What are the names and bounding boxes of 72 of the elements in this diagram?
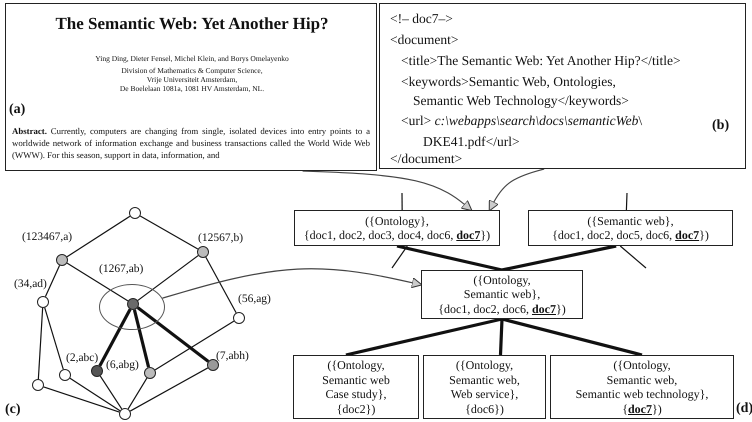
lattice-node [127, 298, 139, 310]
connector-line [130, 367, 208, 412]
node-label: (56,ag) [238, 293, 271, 305]
concept-box [294, 210, 500, 246]
concept-box [293, 355, 419, 419]
connector-line [502, 317, 642, 357]
connector-line [498, 318, 504, 356]
connector-line [66, 262, 128, 302]
connector-line [626, 192, 628, 210]
arrow [302, 170, 472, 212]
paper-title: The Semantic Web: Yet Another Hip? [54, 14, 330, 34]
connector-line [44, 308, 64, 370]
xml-panel [379, 3, 746, 169]
connector-line [44, 386, 120, 413]
arrow [162, 268, 422, 299]
lattice-node [197, 246, 209, 258]
connector-line [66, 216, 130, 258]
connector-line [132, 309, 150, 368]
connector-line [44, 265, 60, 297]
connector-line [392, 246, 408, 268]
node-label: (2,abc) [66, 352, 98, 364]
connector-line [346, 317, 502, 357]
connector-line [620, 246, 646, 268]
code-line: <!– doc7–> [390, 10, 453, 27]
lattice-node [91, 365, 103, 377]
concept-box [421, 270, 583, 319]
concept-box [550, 355, 734, 419]
lattice-node [56, 254, 68, 266]
connector-line [128, 378, 148, 410]
node-label: (7,abh) [216, 350, 249, 362]
connector-line [38, 308, 44, 380]
code-line: <document> [390, 31, 458, 48]
code-line: </document> [390, 150, 462, 167]
connector-line [401, 193, 403, 210]
connector-line [98, 308, 132, 366]
concept-text: ({Ontology, Semantic web Case study}, {doc2}) [322, 358, 390, 416]
concept-text: ({Ontology, Semantic web, Semantic web technology}, {doc7}) [576, 358, 708, 416]
node-label: (34,ad) [14, 278, 47, 290]
connector-line [100, 376, 122, 410]
connector-line [205, 256, 237, 314]
concept-text: ({Semantic web}, {doc1, doc2, doc5, doc6, doc7}) [552, 214, 709, 242]
connector-line [140, 215, 198, 250]
abstract-text: Abstract. Currently, computers are changing from single, isolated devices into entry points to a worldwide network of information exchange and business transactions called the World Wide Web (WWW). For this season, support in data, information, and [12, 125, 370, 161]
connector-line [396, 244, 502, 272]
concept-text: ({Ontology}, {doc1, doc2, doc3, doc4, doc6, doc7}) [304, 214, 490, 242]
lattice-node [129, 207, 141, 219]
concept-box [528, 210, 733, 246]
paper-page [5, 3, 377, 171]
arrow [488, 168, 544, 212]
code-line: <title>The Semantic Web: Yet Another Hip?</title> [401, 52, 681, 69]
code-line: <url> c:\webapps\search\docs\semanticWeb\ DKE41.pdf</url> [401, 112, 642, 151]
panel-label: (a) [9, 102, 26, 118]
lattice-node [144, 367, 156, 379]
concept-text: ({Ontology, Semantic web, Web service}, {doc6}) [449, 358, 520, 416]
panel-label: (b) [712, 118, 730, 134]
lattice-node [233, 312, 245, 324]
lattice-node [119, 408, 131, 420]
connector-line [502, 244, 616, 272]
node-label: (6,abg) [106, 359, 139, 371]
lattice-node [37, 296, 49, 308]
connector-line [154, 320, 234, 370]
node-label: (1267,ab) [99, 263, 144, 275]
connector-line [70, 378, 120, 412]
concept-text: ({Ontology, Semantic web}, {doc1, doc2, doc6, doc7}) [438, 272, 566, 316]
lattice-node [32, 379, 44, 391]
lattice-node [59, 369, 71, 381]
concept-box [423, 355, 546, 419]
node-label: (12567,b) [198, 232, 244, 244]
panel-label: (c) [5, 402, 21, 418]
connector-line [137, 255, 199, 301]
node-label: (123467,a) [22, 231, 72, 243]
connector-line [136, 306, 210, 363]
